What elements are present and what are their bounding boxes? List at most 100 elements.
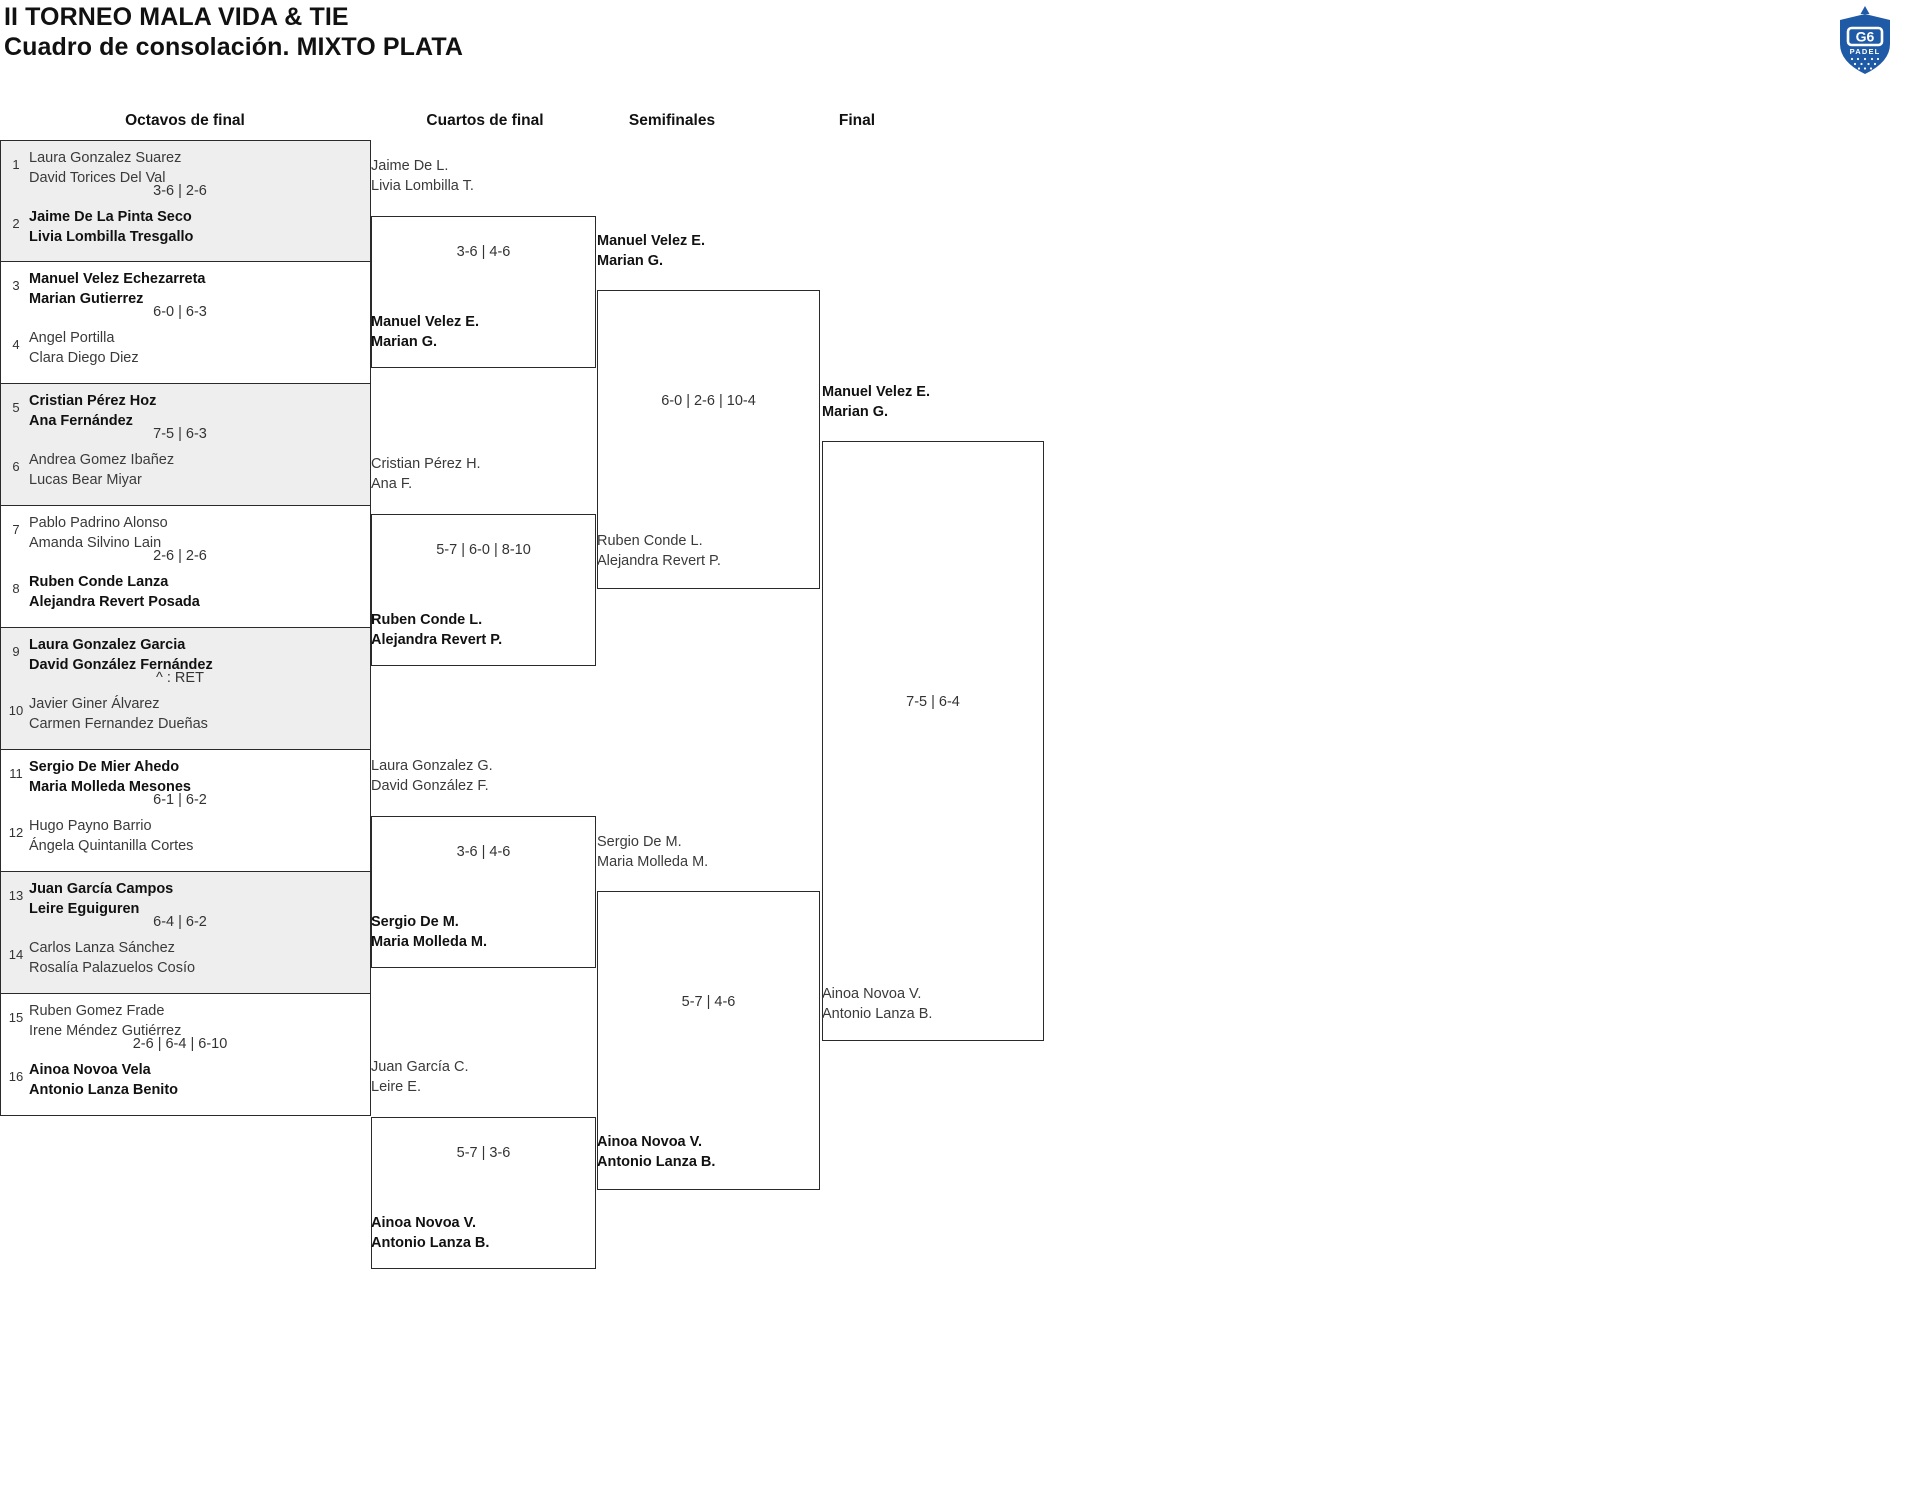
player-name: Ana F. [371,475,413,492]
player-name: Carlos Lanza Sánchez [29,940,175,956]
match-row[interactable]: 5 Cristian Pérez Hoz Ana Fernández 7-5 |… [0,384,371,506]
team-name: Jaime De L. Livia Lombilla T. [371,157,474,196]
match-connector-box [371,816,596,968]
player-name: Lucas Bear Miyar [29,471,142,488]
player-name: Ainoa Novoa V. [822,986,922,1002]
match-score: 3-6 | 4-6 [456,844,511,860]
player-name: Ruben Conde L. [371,612,483,628]
player-name: Leire Eguiguren [29,900,140,917]
seed-number: 6 [12,459,20,474]
player-name: Javier Giner Álvarez [29,696,160,712]
player-name: Cristian Pérez H. [371,456,481,472]
seed-number: 1 [12,157,20,172]
player-name: Rosalía Palazuelos Cosío [29,959,196,976]
player-name: Hugo Payno Barrio [29,818,152,834]
round-header-semifinales: Semifinales [628,112,716,129]
player-name: Clara Diego Diez [29,349,139,366]
tournament-subtitle: Cuadro de consolación. MIXTO PLATA [4,33,463,61]
match-connector-box [371,514,596,666]
player-name: Leire E. [371,1078,421,1095]
match-score: 7-5 | 6-3 [153,426,207,442]
team-name: Ruben Gomez Frade Irene Méndez Gutiérrez [29,1002,181,1041]
team-name: Ruben Conde Lanza Alejandra Revert Posad… [29,573,200,612]
team-name: Ainoa Novoa V. Antonio Lanza B. [371,1214,489,1253]
team-name: Cristian Pérez H. Ana F. [371,455,481,494]
team-name: Juan García C. Leire E. [371,1058,469,1097]
match-row[interactable]: 3 Manuel Velez Echezarreta Marian Gutier… [0,262,371,384]
tournament-title: II TORNEO MALA VIDA & TIE [4,3,349,31]
match-score: 5-7 | 3-6 [456,1145,511,1161]
player-name: Alejandra Revert Posada [29,593,200,610]
player-name: Marian Gutierrez [29,290,144,307]
player-name: Livia Lombilla Tresgallo [29,228,194,245]
row-border-right [369,141,371,261]
player-name: Alejandra Revert P. [597,552,721,569]
player-name: Manuel Velez Echezarreta [29,271,206,287]
match-score: 3-6 | 4-6 [456,244,511,260]
match-connector-box [597,290,820,589]
player-name: Marian G. [822,403,889,420]
team-name: Manuel Velez E. Marian G. [371,313,479,352]
player-name: Manuel Velez E. [597,233,705,249]
player-name: Marian G. [597,252,664,269]
player-name: Antonio Lanza Benito [29,1081,179,1098]
player-name: Ana Fernández [29,412,133,429]
player-name: Sergio De Mier Ahedo [29,759,180,775]
page-header: II TORNEO MALA VIDA & TIE Cuadro de cons… [4,2,463,62]
player-name: Ainoa Novoa V. [597,1134,703,1150]
player-name: Antonio Lanza B. [597,1153,716,1170]
player-name: Andrea Gomez Ibañez [29,452,175,468]
row-border-right [369,750,371,871]
team-name: Cristian Pérez Hoz Ana Fernández [29,392,156,431]
seed-number: 14 [8,947,24,962]
player-name: Antonio Lanza B. [822,1005,933,1022]
seed-number: 12 [8,825,24,840]
player-name: Maria Molleda M. [371,933,488,950]
match-score: 5-7 | 4-6 [681,994,736,1010]
player-name: Jaime De La Pinta Seco [29,209,192,225]
seed-number: 16 [8,1069,24,1084]
player-name: David Torices Del Val [29,169,166,186]
seed-number: 15 [8,1010,24,1025]
match-connector-box [597,891,820,1190]
match-score: ^ : RET [156,670,204,686]
match-row[interactable]: 11 Sergio De Mier Ahedo Maria Molleda Me… [0,750,371,872]
player-name: David González F. [371,777,489,794]
player-name: Marian G. [371,333,438,350]
row-border-left [0,750,2,871]
player-name: Angel Portilla [29,330,115,346]
team-name: Manuel Velez E. Marian G. [597,232,705,271]
team-name: Ainoa Novoa V. Antonio Lanza B. [597,1133,715,1172]
round-header-final: Final [838,112,876,129]
player-name: Laura Gonzalez G. [371,758,493,774]
match-connector-box [371,216,596,368]
player-name: Cristian Pérez Hoz [29,393,157,409]
row-border-left [0,141,2,261]
player-name: Sergio De M. [597,834,682,850]
player-name: Maria Molleda Mesones [29,778,191,795]
row-border-right [369,994,371,1115]
player-name: Irene Méndez Gutiérrez [29,1022,182,1039]
player-name: David González Fernández [29,656,213,673]
team-name: Laura Gonzalez Garcia David González Fer… [29,636,213,675]
team-name: Sergio De M. Maria Molleda M. [597,833,708,872]
team-name: Sergio De Mier Ahedo Maria Molleda Meson… [29,758,191,797]
team-name: Hugo Payno Barrio Ángela Quintanilla Cor… [29,817,193,856]
team-name: Pablo Padrino Alonso Amanda Silvino Lain [29,514,168,553]
row-border-left [0,994,2,1115]
match-row[interactable]: 9 Laura Gonzalez Garcia David González F… [0,628,371,750]
match-score: 6-4 | 6-2 [153,914,207,930]
seed-number: 13 [8,888,24,903]
player-name: Livia Lombilla T. [371,177,474,194]
row-border-left [0,506,2,627]
match-row[interactable]: 15 Ruben Gomez Frade Irene Méndez Gutiér… [0,994,371,1116]
svg-text:PADEL: PADEL [1850,47,1881,56]
seed-number: 4 [12,337,20,352]
round-octavos: 1 Laura Gonzalez Suarez David Torices De… [0,140,371,1116]
match-row[interactable]: 1 Laura Gonzalez Suarez David Torices De… [0,140,371,262]
match-row[interactable]: 13 Juan García Campos Leire Eguiguren 6-… [0,872,371,994]
match-row[interactable]: 7 Pablo Padrino Alonso Amanda Silvino La… [0,506,371,628]
player-name: Ainoa Novoa Vela [29,1062,151,1078]
team-name: Sergio De M. Maria Molleda M. [371,913,487,952]
